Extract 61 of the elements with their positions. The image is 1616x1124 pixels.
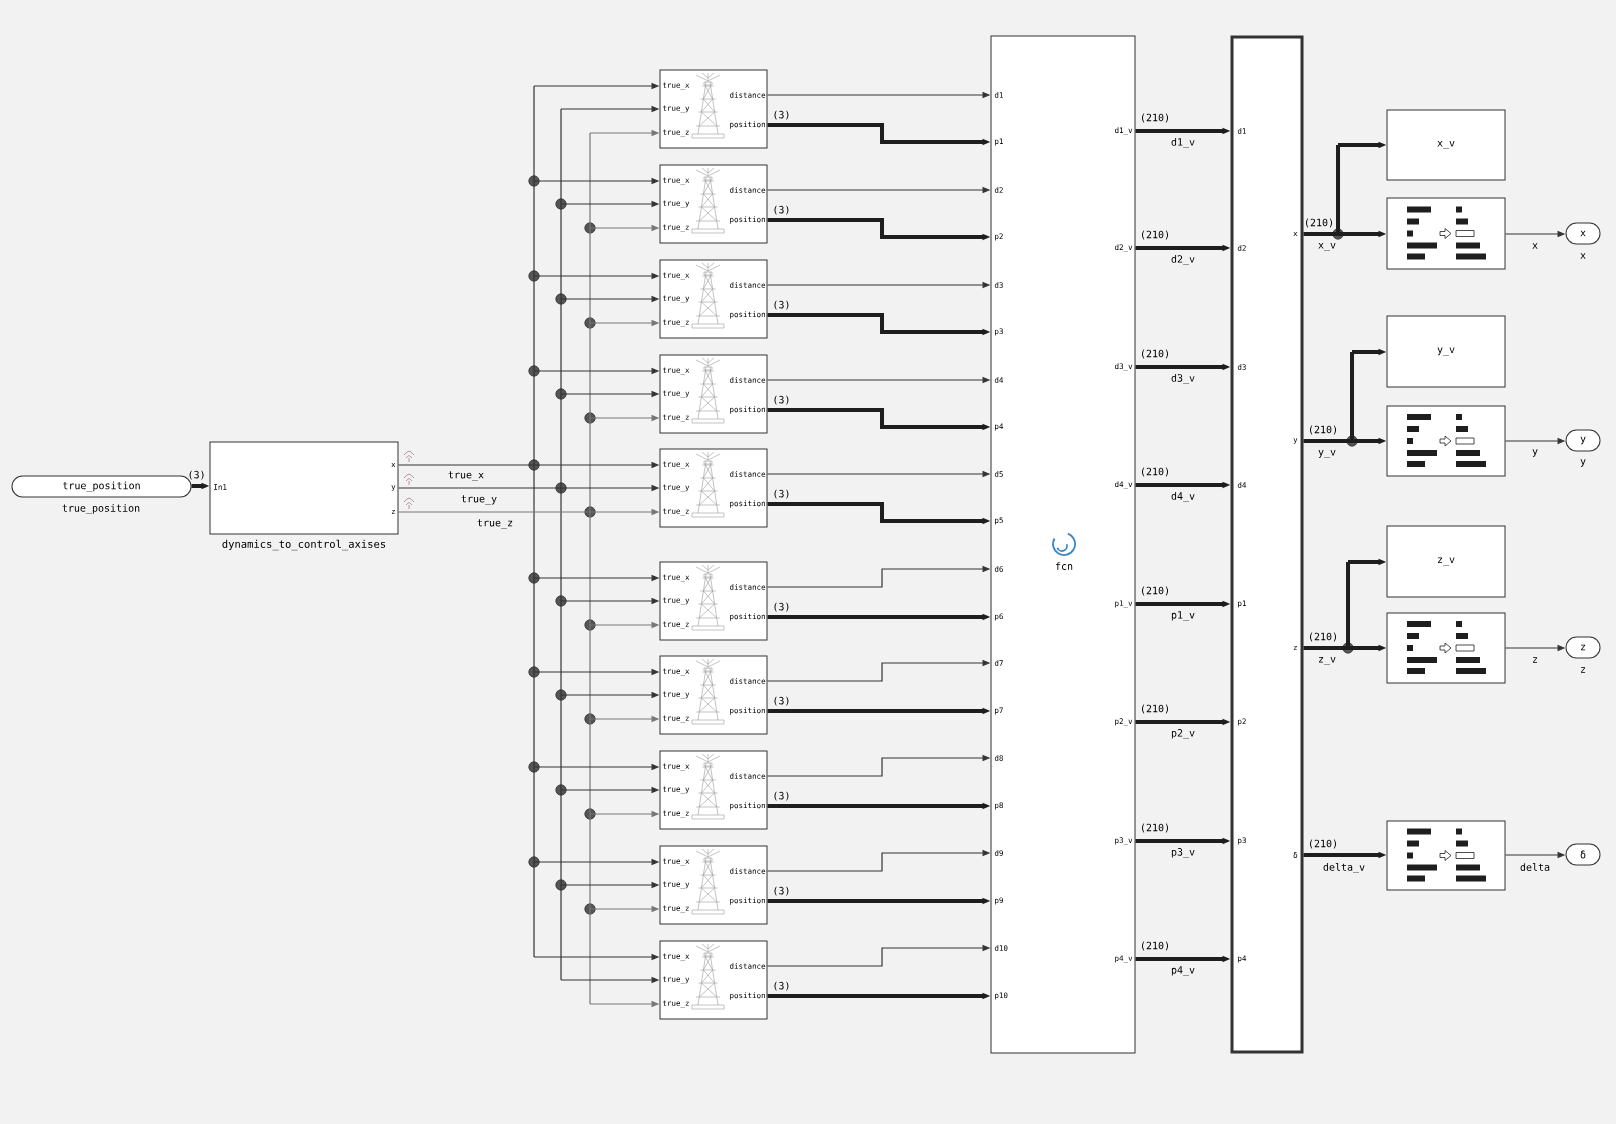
edge-label: delta <box>1520 863 1550 871</box>
connector-line <box>1303 352 1354 443</box>
dimension-label: (210) <box>1142 941 1168 951</box>
dimension-label: (210) <box>1142 113 1168 123</box>
edge-label: true_y <box>461 495 497 505</box>
edge-label: (3) <box>774 395 789 405</box>
edge-label: (3) <box>774 886 789 896</box>
port-block: y <box>1565 429 1601 452</box>
edge-label: p3_v <box>1171 848 1195 858</box>
block-name: x <box>1580 253 1586 259</box>
edge-label: p1_v <box>1171 611 1195 621</box>
edge-label: (3) <box>189 470 204 480</box>
edge-label: p4_v <box>1171 966 1195 976</box>
edge-label: d4_v <box>1171 492 1195 502</box>
edge-label: p2_v <box>1171 729 1195 739</box>
dimension-label: (210) <box>1310 632 1336 642</box>
edge-label: (3) <box>774 110 789 120</box>
dimension-label: (210) <box>1306 218 1332 228</box>
dimension-label: (210) <box>1310 425 1336 435</box>
workspace-block: x_v <box>1386 109 1506 181</box>
port-block: z <box>1565 636 1601 659</box>
edge-label: y <box>1532 449 1538 457</box>
dimension-label: (210) <box>1142 230 1168 240</box>
connector-line <box>1303 145 1340 236</box>
block-name: fcn <box>1055 562 1073 570</box>
edge-label: z_v <box>1319 657 1336 665</box>
edge-label: x_v <box>1318 243 1336 251</box>
connector-line <box>397 108 562 981</box>
edge-label: delta_v <box>1323 863 1365 873</box>
connector-line <box>397 132 591 1005</box>
block-name: true_position <box>62 504 140 514</box>
dimension-label: (210) <box>1310 839 1336 849</box>
edge-label: d2_v <box>1171 255 1195 265</box>
edge-label: true_z <box>477 519 513 529</box>
workspace-block: y_v <box>1386 315 1506 388</box>
edge-label: d3_v <box>1171 374 1195 384</box>
block-name: dynamics_to_control_axises <box>222 539 386 551</box>
edge-label: true_x <box>448 471 484 481</box>
edge-label: y_v <box>1318 450 1336 458</box>
edge-label: d1_v <box>1171 138 1195 148</box>
edge-label: x <box>1532 243 1538 249</box>
connector-line <box>1303 562 1350 650</box>
dimension-label: (210) <box>1142 823 1168 833</box>
edge-label: (3) <box>774 602 789 612</box>
edge-label: (3) <box>774 205 789 215</box>
edge-label: (3) <box>774 791 789 801</box>
port-block: x <box>1565 222 1601 245</box>
edge-label: z <box>1533 657 1538 663</box>
port-block: δ <box>1565 843 1601 866</box>
edge-label: (3) <box>774 300 789 310</box>
dimension-label: (210) <box>1142 586 1168 596</box>
block-name: y <box>1580 459 1586 467</box>
workspace-block: z_v <box>1386 525 1506 598</box>
dimension-label: (210) <box>1142 704 1168 714</box>
edge-label: (3) <box>774 489 789 499</box>
block-name: z <box>1581 667 1586 673</box>
edge-label: (3) <box>774 696 789 706</box>
dimension-label: (210) <box>1142 467 1168 477</box>
connector-line <box>397 85 535 958</box>
edge-label: (3) <box>774 981 789 991</box>
dimension-label: (210) <box>1142 349 1168 359</box>
